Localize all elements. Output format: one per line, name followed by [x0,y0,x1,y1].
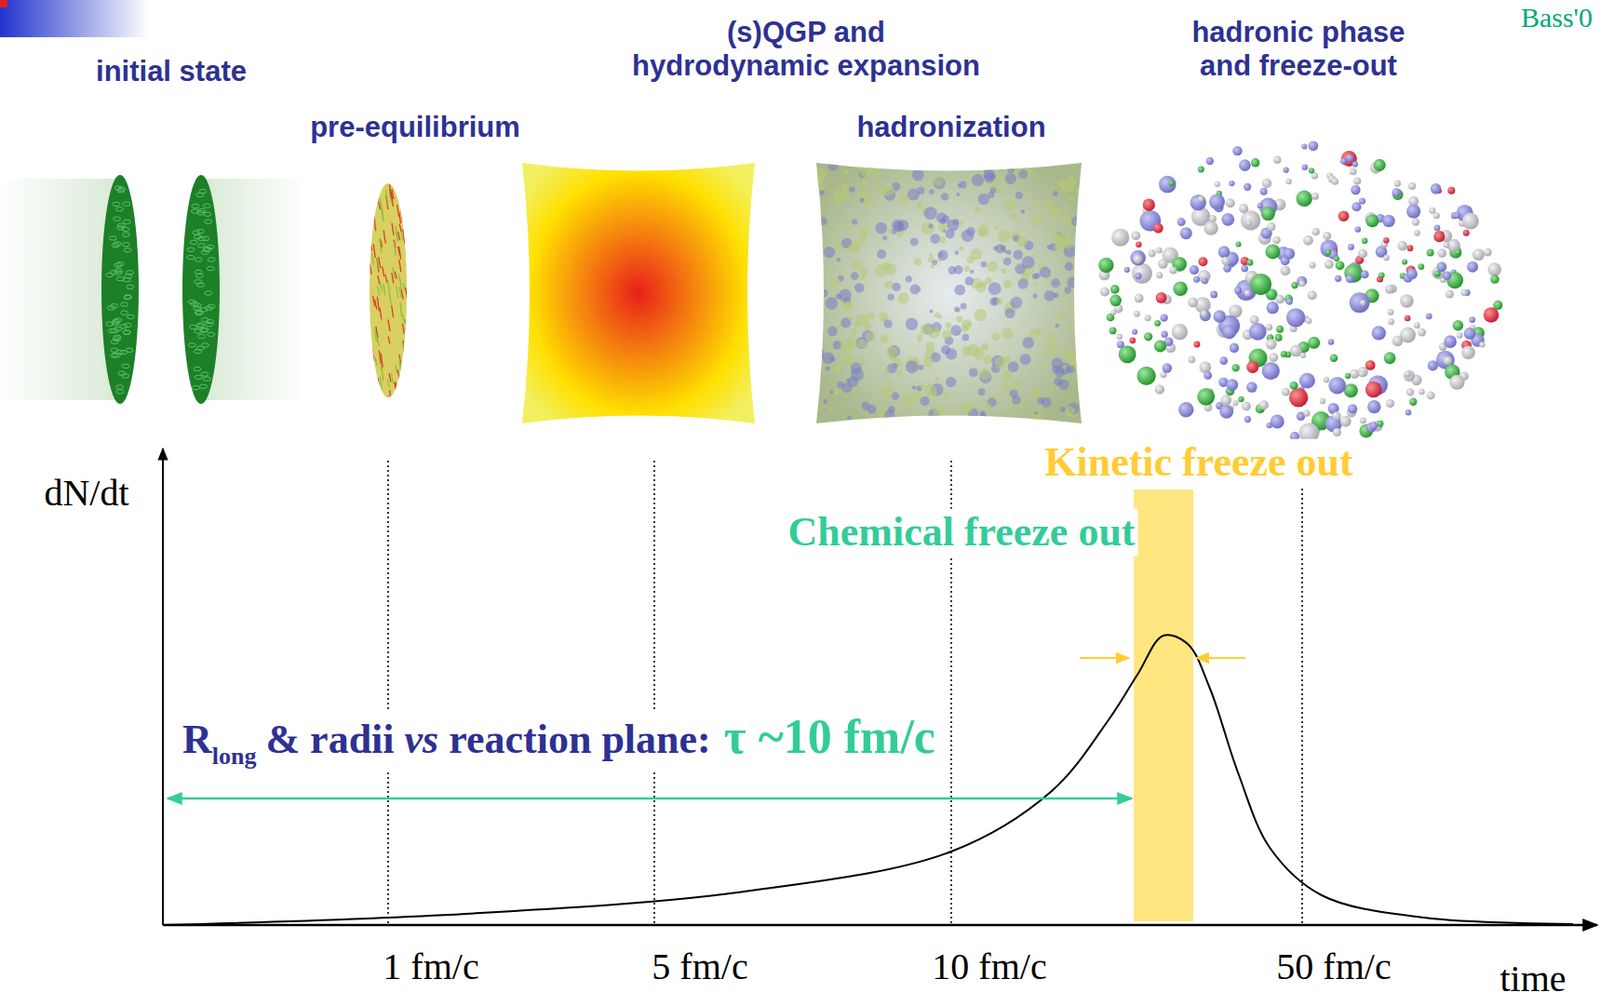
stage-heading: initial state [93,54,250,89]
note-text: τ ~10 fm/c [724,709,936,765]
stage-heading: (s)QGP and hydrodynamic expansion [579,15,1033,82]
axis-label: Kinetic freeze out [1041,439,1356,487]
note-text: vs [404,715,440,764]
stage-heading: hadronization [853,110,1049,145]
axis-label: dN/dt [40,471,132,515]
stage-heading: pre-equilibrium [307,110,524,145]
axis-label: time [1496,957,1569,1001]
note-text: R [182,715,213,764]
note-text: & radii [265,715,394,764]
axis-label: Chemical freeze out [784,509,1138,557]
note-text: reaction plane: [448,715,712,764]
note-text: long [212,742,257,771]
lifetime-note: Rlong & radiivsreaction plane:τ ~10 fm/c [179,709,939,771]
axis-label: 5 fm/c [648,945,751,989]
axis-label: 50 fm/c [1273,945,1394,989]
axis-label: 10 fm/c [928,945,1049,989]
stage-heading: hadronic phase and freeze-out [1146,15,1451,82]
axis-label: 1 fm/c [379,945,482,989]
stage-heading: Bass'0 [1518,1,1596,35]
